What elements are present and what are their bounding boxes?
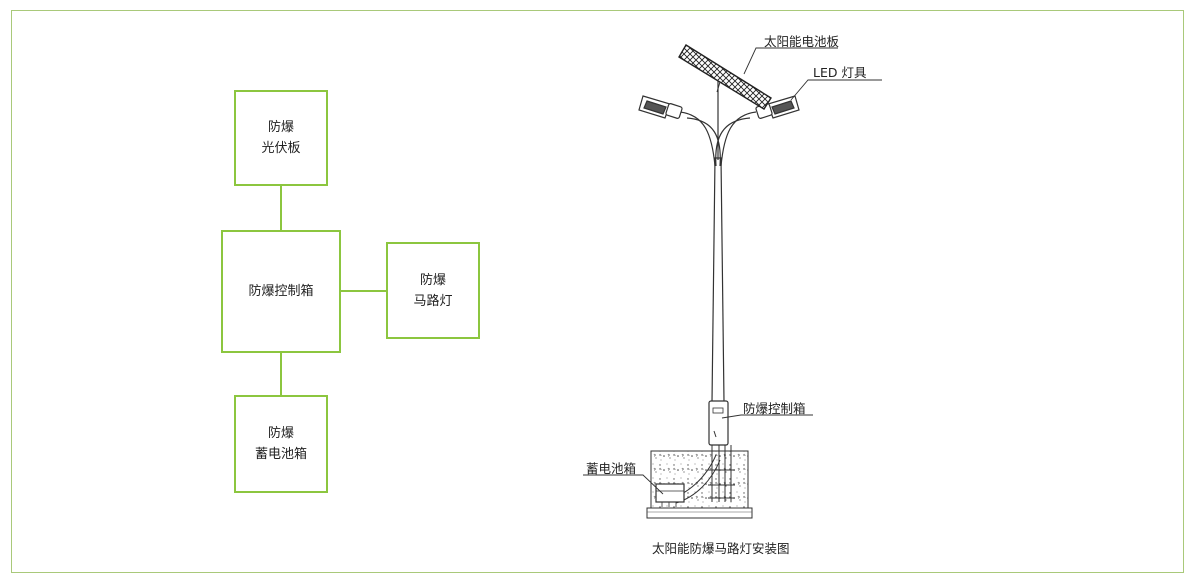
road-light-line1: 防爆 [419,272,446,288]
battery-line1: 防爆 [267,426,294,441]
connector-controller-battery [280,352,282,396]
pole-shaft [711,157,725,403]
road-light-box: 防爆 马路灯 [386,242,480,339]
outer-frame [11,10,1184,573]
control-box-drawing [708,400,729,446]
led-lamp-left [638,95,683,119]
connector-controller-light [340,290,388,292]
battery-box: 防爆 蓄电池箱 [234,395,328,493]
pv-panel-line1: 防爆 [267,120,294,135]
drawing-caption: 太阳能防爆马路灯安装图 [652,541,790,556]
leader-lines [583,47,882,495]
foundation-base-plate [646,507,753,519]
connector-pv-controller [280,185,282,231]
solar-panel [678,44,772,110]
led-lamp-label: LED 灯具 [813,65,867,80]
control-box-label: 防爆控制箱 [743,401,806,416]
pv-panel-line2: 光伏板 [261,141,301,156]
pole-arms [679,111,757,167]
buried-battery-box [655,483,685,507]
controller-box: 防爆控制箱 [221,230,341,353]
battery-line2: 蓄电池箱 [254,447,307,462]
battery-box-label: 蓄电池箱 [586,461,637,476]
controller-label: 防爆控制箱 [248,284,314,299]
led-lamp-right [755,95,800,119]
road-light-line2: 马路灯 [413,293,453,309]
solar-panel-label: 太阳能电池板 [764,34,840,49]
pv-panel-box: 防爆 光伏板 [234,90,328,186]
